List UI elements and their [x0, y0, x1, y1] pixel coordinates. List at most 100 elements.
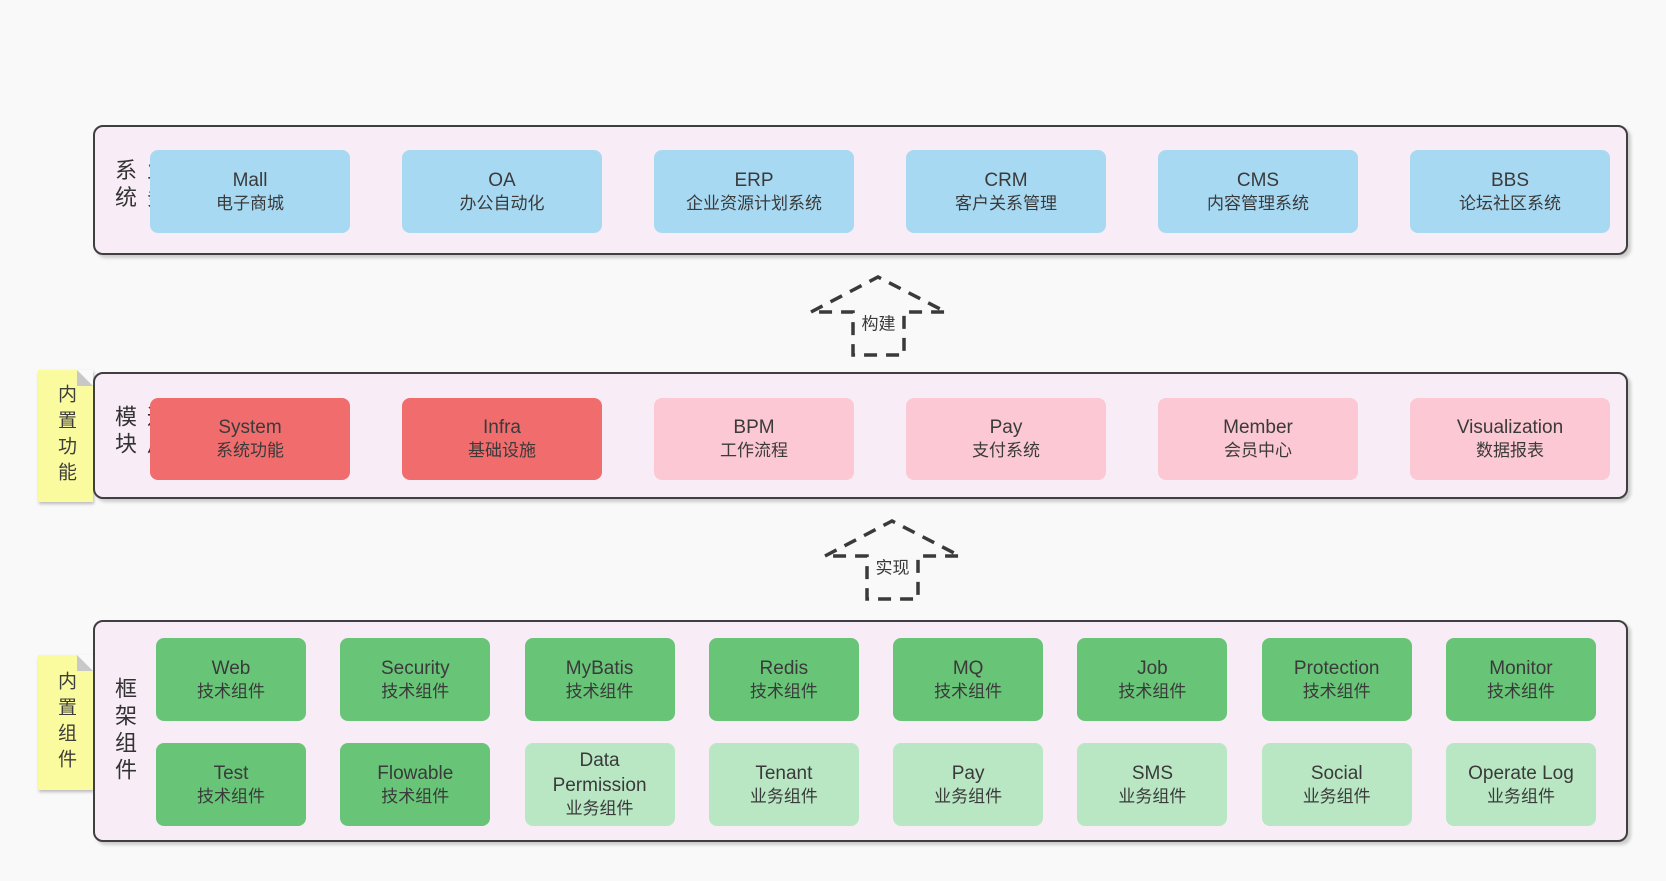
- node-subtitle: 支付系统: [972, 441, 1040, 461]
- node-monitor: Monitor 技术组件: [1445, 638, 1596, 721]
- node-crm: CRM 客户关系管理: [906, 150, 1106, 233]
- node-member: Member 会员中心: [1158, 398, 1358, 480]
- arrow-implement: 实现: [822, 518, 963, 602]
- node-title: MyBatis: [565, 657, 634, 679]
- node-pay: Pay 支付系统: [906, 398, 1106, 480]
- node-title: BBS: [1490, 169, 1530, 191]
- node-subtitle: 数据报表: [1476, 441, 1544, 461]
- node-subtitle: 技术组件: [381, 786, 450, 806]
- node-system: System 系统功能: [150, 398, 350, 480]
- node-pay-biz: Pay 业务组件: [893, 743, 1044, 826]
- node-title: CMS: [1236, 169, 1280, 191]
- node-subtitle: 技术组件: [197, 786, 265, 806]
- node-sms: SMS 业务组件: [1077, 743, 1228, 826]
- node-mall: Mall 电子商城: [150, 150, 350, 233]
- node-title: CRM: [984, 169, 1028, 191]
- tier-label-framework-components: 框架组件: [112, 677, 137, 785]
- node-flowable: Flowable 技术组件: [340, 743, 491, 826]
- node-mq: MQ 技术组件: [893, 638, 1044, 721]
- node-subtitle: 技术组件: [197, 681, 265, 701]
- node-subtitle: 业务组件: [1118, 786, 1187, 806]
- node-title: Visualization: [1456, 417, 1564, 439]
- arrow-build: 构建: [808, 274, 949, 358]
- node-subtitle: 业务组件: [1302, 786, 1371, 806]
- node-test: Test 技术组件: [156, 743, 306, 826]
- node-title: SMS: [1131, 762, 1173, 784]
- node-subtitle: 技术组件: [1118, 681, 1187, 701]
- node-subtitle: 工作流程: [720, 441, 788, 461]
- modules-box-row: System 系统功能 Infra 基础设施 BPM 工作流程 Pay 支付系统…: [150, 398, 1610, 480]
- node-title: Job: [1137, 657, 1168, 679]
- node-title: Operate Log: [1468, 762, 1574, 784]
- node-tenant: Tenant 业务组件: [708, 743, 859, 826]
- node-title: Member: [1223, 417, 1293, 439]
- node-title: Web: [211, 657, 251, 679]
- node-subtitle: 技术组件: [749, 681, 818, 701]
- node-title: Social: [1310, 762, 1363, 784]
- node-subtitle: 内容管理系统: [1207, 193, 1309, 213]
- node-subtitle: 电子商城: [216, 193, 284, 213]
- node-subtitle: 业务组件: [1486, 786, 1555, 806]
- node-title: Mall: [232, 169, 268, 191]
- node-subtitle: 技术组件: [934, 681, 1003, 701]
- node-subtitle: 业务组件: [934, 786, 1003, 806]
- framework-box-row-1: Web 技术组件 Security 技术组件 MyBatis 技术组件 Redi…: [156, 638, 1596, 721]
- node-web: Web 技术组件: [156, 638, 306, 721]
- sticky-note-text: 内置组件: [55, 670, 76, 775]
- node-title: Protection: [1293, 657, 1380, 679]
- node-data-permission: Data Permission 业务组件: [524, 743, 675, 826]
- node-subtitle: 技术组件: [565, 681, 634, 701]
- node-title: ERP: [734, 169, 774, 191]
- node-subtitle: 客户关系管理: [955, 193, 1057, 213]
- node-social: Social 业务组件: [1261, 743, 1412, 826]
- node-erp: ERP 企业资源计划系统: [654, 150, 854, 233]
- tier-business-systems: 业务系统 Mall 电子商城 OA 办公自动化 ERP 企业资源计划系统 CRM…: [93, 125, 1628, 255]
- node-title: Test: [213, 762, 249, 784]
- sticky-note-text: 内置功能: [55, 384, 76, 488]
- node-subtitle: 技术组件: [381, 681, 450, 701]
- node-title: Security: [380, 657, 450, 679]
- node-infra: Infra 基础设施: [402, 398, 602, 480]
- node-subtitle: 系统功能: [216, 441, 284, 461]
- folded-corner-icon: [77, 370, 93, 386]
- folded-corner-icon: [77, 655, 93, 671]
- node-title: Pay: [989, 417, 1023, 439]
- arrow-label: 构建: [858, 309, 899, 335]
- sticky-note-built-in-components: 内置组件: [38, 655, 93, 790]
- node-title: Infra: [482, 417, 522, 439]
- node-subtitle: 业务组件: [749, 786, 818, 806]
- block-arrow-up-icon: [824, 519, 961, 601]
- framework-box-row-2: Test 技术组件 Flowable 技术组件 Data Permission …: [156, 743, 1596, 826]
- node-title: OA: [488, 169, 516, 191]
- node-oa: OA 办公自动化: [402, 150, 602, 233]
- node-title: Data Permission: [552, 750, 647, 797]
- node-job: Job 技术组件: [1077, 638, 1228, 721]
- tier-framework-components: 框架组件 Web 技术组件 Security 技术组件 MyBatis 技术组件…: [93, 620, 1628, 842]
- node-subtitle: 业务组件: [565, 799, 634, 819]
- node-protection: Protection 技术组件: [1261, 638, 1412, 721]
- node-title: Monitor: [1489, 657, 1553, 679]
- node-cms: CMS 内容管理系统: [1158, 150, 1358, 233]
- tier-common-modules: 通用模块 System 系统功能 Infra 基础设施 BPM 工作流程 Pay…: [93, 372, 1628, 499]
- node-title: Pay: [951, 762, 985, 784]
- node-security: Security 技术组件: [340, 638, 491, 721]
- block-arrow-up-icon: [810, 275, 947, 357]
- node-visualization: Visualization 数据报表: [1410, 398, 1610, 480]
- node-subtitle: 会员中心: [1224, 441, 1292, 461]
- node-title: MQ: [952, 657, 984, 679]
- node-operate-log: Operate Log 业务组件: [1445, 743, 1596, 826]
- arrow-label: 实现: [872, 553, 913, 579]
- node-title: System: [218, 417, 282, 439]
- node-bbs: BBS 论坛社区系统: [1410, 150, 1610, 233]
- node-subtitle: 基础设施: [468, 441, 536, 461]
- node-subtitle: 办公自动化: [459, 193, 545, 213]
- node-title: Flowable: [377, 762, 454, 784]
- node-bpm: BPM 工作流程: [654, 398, 854, 480]
- node-subtitle: 论坛社区系统: [1459, 193, 1561, 213]
- node-mybatis: MyBatis 技术组件: [524, 638, 675, 721]
- node-title: Tenant: [755, 762, 813, 784]
- node-title: Redis: [759, 657, 809, 679]
- node-title: BPM: [733, 417, 775, 439]
- node-redis: Redis 技术组件: [708, 638, 859, 721]
